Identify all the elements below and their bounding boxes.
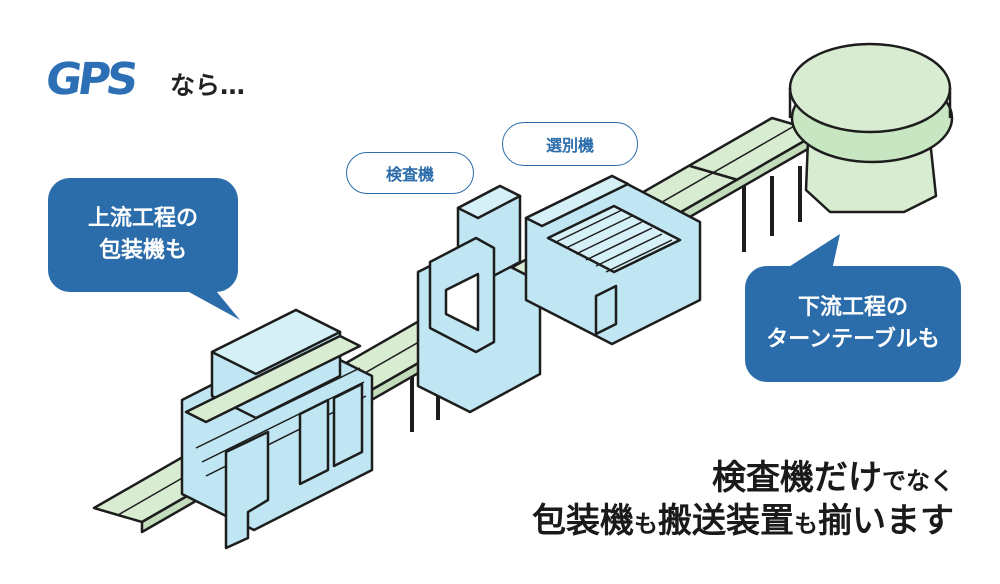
downstream-bubble-line1: 下流工程の — [797, 295, 908, 320]
headline-line2: 包装機も搬送装置も揃います — [532, 493, 954, 542]
headline-line1-part: 検査機だけ — [712, 458, 882, 498]
inspection-machine-label: 検査機 — [346, 152, 474, 194]
gps-logo: GPS — [42, 54, 138, 105]
upstream-bubble-tail — [178, 286, 240, 320]
downstream-bubble-tail — [784, 234, 840, 270]
logo-suffix-text: なら… — [170, 71, 246, 100]
downstream-speech-bubble: 下流工程の ターンテーブルも — [745, 266, 961, 382]
upstream-speech-bubble: 上流工程の 包装機も — [48, 178, 238, 292]
headline-line2-part: も — [794, 510, 818, 538]
headline-line2-part: 搬送装置 — [658, 501, 794, 541]
headline-line1: 検査機だけでなく — [712, 450, 954, 499]
sorter-machine-label: 選別機 — [502, 122, 638, 166]
packaging-machine — [180, 308, 374, 550]
headline-line2-part: も — [634, 510, 658, 538]
headline-line2-part: 包装機 — [532, 501, 634, 541]
headline-line1-part: でなく — [882, 467, 954, 495]
downstream-bubble-line2: ターンテーブルも — [766, 327, 940, 352]
headline-line2-part: 揃います — [818, 501, 954, 541]
upstream-bubble-line1: 上流工程の — [87, 206, 198, 231]
turntable — [788, 42, 954, 214]
inspection-machine — [416, 184, 542, 414]
sorting-machine — [524, 174, 702, 346]
upstream-bubble-line2: 包装機も — [98, 238, 187, 263]
